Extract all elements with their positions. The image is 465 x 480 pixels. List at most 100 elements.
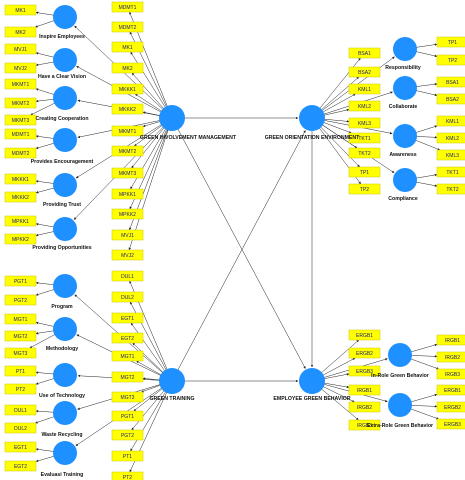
indicator-pt1[interactable]: PT1	[4, 365, 37, 377]
latent-green-training[interactable]: GREEN TRAINING	[150, 368, 195, 402]
indicator-ergb3[interactable]: ERGB3	[436, 418, 465, 430]
indicator-bsa2[interactable]: BSA2	[348, 66, 381, 78]
indicator-ergb1[interactable]: ERGB1	[436, 384, 465, 396]
indicator-ergb2[interactable]: ERGB2	[348, 347, 381, 359]
indicator-kml2[interactable]: KML2	[348, 100, 381, 112]
indicator-irgb3[interactable]: IRGB3	[348, 419, 381, 431]
indicator-dul1[interactable]: DUL1	[111, 270, 144, 282]
indicator-egt2[interactable]: EGT2	[4, 460, 37, 472]
indicator-pgt2[interactable]: PGT2	[4, 294, 37, 306]
latent-awareness[interactable]: Awareness	[389, 124, 417, 158]
indicator-mdmt1[interactable]: MDMT1	[111, 1, 144, 13]
indicator-mpkk2[interactable]: MPKK2	[111, 208, 144, 220]
latent-creating-cooperation[interactable]: Creating Cooperation	[35, 86, 89, 122]
indicator-kml2[interactable]: KML2	[436, 132, 465, 144]
indicator-bsa1[interactable]: BSA1	[436, 76, 465, 88]
indicator-mkmt2[interactable]: MKMT2	[111, 145, 144, 157]
indicator-mk2[interactable]: MK2	[111, 62, 144, 74]
latent-methodology[interactable]: Methodology	[46, 317, 78, 352]
indicator-tp2[interactable]: TP2	[436, 54, 465, 66]
indicator-egt1[interactable]: EGT1	[4, 441, 37, 453]
indicator-irgb1[interactable]: IRGB1	[436, 334, 465, 346]
indicator-irgb3[interactable]: IRGB3	[436, 368, 465, 380]
latent-compliance[interactable]: Compliance	[388, 168, 418, 202]
latent-providing-trust[interactable]: Providing Trust	[43, 173, 81, 208]
indicator-ergb1[interactable]: ERGB1	[348, 329, 381, 341]
latent-employee-green-behavior[interactable]: EMPLOYEE GREEN BEHAVIOR	[273, 368, 351, 402]
indicator-mkkk1[interactable]: MKKK1	[111, 83, 144, 95]
latent-responsibility[interactable]: Responsibility	[385, 37, 421, 71]
indicator-mk1[interactable]: MK1	[111, 41, 144, 53]
indicator-mkkk2[interactable]: MKKK2	[4, 191, 37, 203]
latent-providing-opportunities[interactable]: Providing Opportunities	[32, 217, 92, 251]
indicator-ergb2[interactable]: ERGB2	[436, 401, 465, 413]
latent-waste-recycling[interactable]: Waste Recycling	[41, 401, 83, 438]
indicator-mdmt2[interactable]: MDMT2	[4, 147, 37, 159]
indicator-kml1[interactable]: KML1	[436, 115, 465, 127]
indicator-mkkk2[interactable]: MKKK2	[111, 103, 144, 115]
latent-in-role-green-behavior[interactable]: In-Role Green Behavior	[371, 343, 429, 379]
indicator-irgb1[interactable]: IRGB1	[348, 384, 381, 396]
indicator-mkmt3[interactable]: MKMT3	[4, 114, 37, 126]
indicator-bsa1[interactable]: BSA1	[348, 47, 381, 59]
indicator-egt2[interactable]: EGT2	[111, 332, 144, 344]
indicator-ergb3[interactable]: ERGB3	[348, 365, 381, 377]
indicator-mpkk1[interactable]: MPKK1	[4, 215, 37, 227]
indicator-dul2[interactable]: DUL2	[111, 291, 144, 303]
latent-provides-encouragement[interactable]: Provides Encouragement	[31, 128, 94, 165]
latent-green-orientation-environment[interactable]: GREEN ORIENTATION ENVIRONMENT	[265, 105, 360, 141]
indicator-dul1[interactable]: DUL1	[4, 404, 37, 416]
indicator-irgb2[interactable]: IRGB2	[436, 351, 465, 363]
indicator-mgt3[interactable]: MGT3	[4, 347, 37, 359]
indicator-mkmt2[interactable]: MKMT2	[4, 97, 37, 109]
indicator-tkt2[interactable]: TKT2	[348, 147, 381, 159]
latent-green-involvement-management[interactable]: GREEN INVOLVEMENT MANAGEMENT	[140, 105, 237, 141]
indicator-mkmt1[interactable]: MKMT1	[4, 78, 37, 90]
latent-collaborate[interactable]: Collaborate	[389, 76, 418, 110]
indicator-mgt2[interactable]: MGT2	[111, 371, 144, 383]
latent-program[interactable]: Program	[51, 274, 77, 310]
indicator-pt2[interactable]: PT2	[111, 471, 144, 480]
latent-evaluasi-training[interactable]: Evaluasi Training	[41, 441, 84, 478]
indicator-mgt3[interactable]: MGT3	[111, 391, 144, 403]
indicator-bsa2[interactable]: BSA2	[436, 93, 465, 105]
indicator-kml1[interactable]: KML1	[348, 83, 381, 95]
indicator-mk1[interactable]: MK1	[4, 4, 37, 16]
indicator-tkt2[interactable]: TKT2	[436, 183, 465, 195]
indicator-mkmt1[interactable]: MKMT1	[111, 125, 144, 137]
indicator-kml3[interactable]: KML3	[436, 149, 465, 161]
indicator-pgt1[interactable]: PGT1	[4, 275, 37, 287]
indicator-mpkk2[interactable]: MPKK2	[4, 233, 37, 245]
indicator-tkt1[interactable]: TKT1	[436, 166, 465, 178]
indicator-dul2[interactable]: DUL2	[4, 422, 37, 434]
indicator-mvj2[interactable]: MVJ2	[111, 249, 144, 261]
indicator-irgb2[interactable]: IRGB2	[348, 401, 381, 413]
indicator-pgt1[interactable]: PGT1	[111, 410, 144, 422]
indicator-mkmt3[interactable]: MKMT3	[111, 167, 144, 179]
indicator-mpkk1[interactable]: MPKK1	[111, 188, 144, 200]
indicator-kml3[interactable]: KML3	[348, 117, 381, 129]
indicator-mvj1[interactable]: MVJ1	[111, 229, 144, 241]
indicator-tp1[interactable]: TP1	[348, 166, 381, 178]
indicator-mgt1[interactable]: MGT1	[4, 313, 37, 325]
latent-use-of-technology[interactable]: Use of Technology	[39, 363, 85, 399]
indicator-mkkk1[interactable]: MKKK1	[4, 173, 37, 185]
indicator-pt2[interactable]: PT2	[4, 383, 37, 395]
indicator-tp2[interactable]: TP2	[348, 183, 381, 195]
indicator-mdmt2[interactable]: MDMT2	[111, 21, 144, 33]
indicator-mdmt1[interactable]: MDMT1	[4, 128, 37, 140]
latent-have-a-clear-vision[interactable]: Have a Clear Vision	[38, 48, 86, 80]
indicator-mvj2[interactable]: MVJ2	[4, 62, 37, 74]
indicator-tkt1[interactable]: TKT1	[348, 132, 381, 144]
indicator-mgt1[interactable]: MGT1	[111, 350, 144, 362]
indicator-box	[111, 270, 144, 282]
latent-extra-role-green-behavior[interactable]: Extra-Role Green Behavior	[367, 393, 433, 429]
indicator-mvj1[interactable]: MVJ1	[4, 43, 37, 55]
indicator-mgt2[interactable]: MGT2	[4, 330, 37, 342]
indicator-pt1[interactable]: PT1	[111, 450, 144, 462]
indicator-egt1[interactable]: EGT1	[111, 312, 144, 324]
indicator-pgt2[interactable]: PGT2	[111, 429, 144, 441]
indicator-mk2[interactable]: MK2	[4, 26, 37, 38]
latent-inspire-employees[interactable]: Inspire Employees	[39, 5, 85, 40]
indicator-tp1[interactable]: TP1	[436, 36, 465, 48]
